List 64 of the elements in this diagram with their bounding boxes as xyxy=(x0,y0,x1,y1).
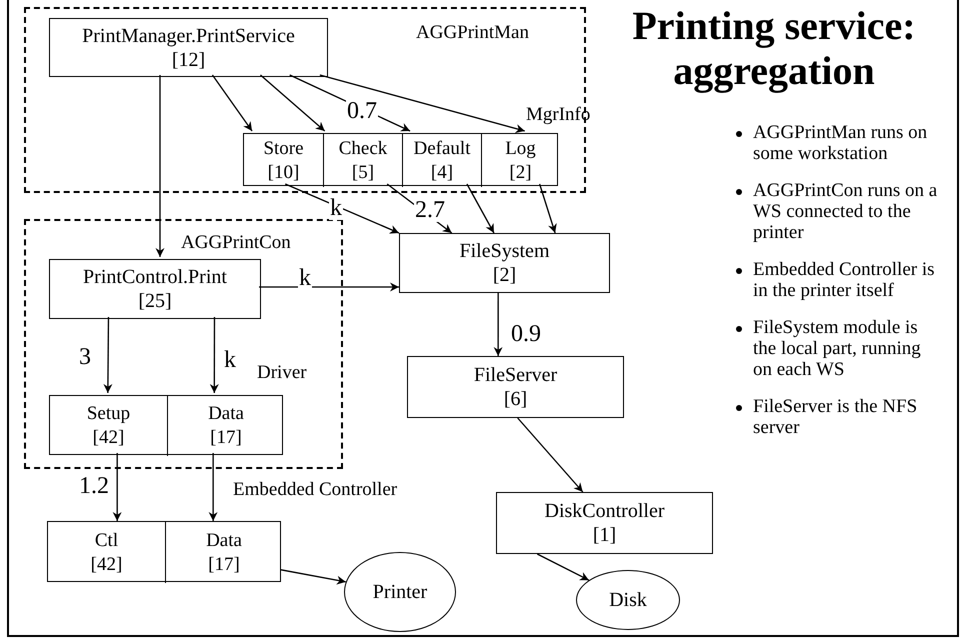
process-box xyxy=(49,18,328,77)
box-label: Ctl xyxy=(94,528,118,552)
edge-label: k xyxy=(298,266,312,290)
arrow xyxy=(320,74,525,133)
arrow xyxy=(156,75,164,257)
box-label: PrintManager.PrintService xyxy=(82,24,295,48)
box-label: Store xyxy=(263,136,304,160)
group-label: AGGPrintCon xyxy=(181,232,291,254)
process-box xyxy=(49,259,261,319)
box-label: FileSystem xyxy=(459,239,550,263)
box-label: Check xyxy=(338,136,388,160)
box-label: [1] xyxy=(592,523,616,547)
bullet-item: Embedded Controller is in the printer itself xyxy=(753,259,936,301)
edge-label: k xyxy=(329,196,343,220)
box-label: [4] xyxy=(430,160,454,184)
group-label: AGGPrintMan xyxy=(416,22,529,44)
box-label: [42] xyxy=(90,552,122,576)
box-label: Printer xyxy=(372,580,428,604)
box-label: [25] xyxy=(138,289,172,313)
arrow xyxy=(260,74,326,132)
arrow xyxy=(466,184,495,234)
arrow xyxy=(494,293,503,356)
process-box xyxy=(496,492,713,554)
arrow xyxy=(517,418,584,492)
process-box xyxy=(399,233,610,293)
box-label: Data xyxy=(206,528,242,552)
arrow xyxy=(259,282,399,292)
box-label: Data xyxy=(208,402,244,426)
bullet-item: AGGPrintMan runs on some workstation xyxy=(753,122,928,164)
box-label: Disk xyxy=(609,588,647,612)
group-label: MgrInfo xyxy=(526,104,590,126)
arrow xyxy=(284,183,400,234)
arrow xyxy=(210,317,219,393)
box-label: [6] xyxy=(504,387,528,411)
box-label: [2] xyxy=(509,160,532,184)
box-label: [5] xyxy=(352,160,374,184)
edge-label: 2.7 xyxy=(414,198,446,222)
arrow xyxy=(103,317,112,393)
arrow xyxy=(212,74,253,132)
bullet-item: AGGPrintCon runs on a WS connected to the printer xyxy=(753,180,938,243)
box-label: [42] xyxy=(92,426,124,450)
process-box xyxy=(407,356,624,418)
box-label: PrintControl.Print xyxy=(83,265,227,289)
group-label: Driver xyxy=(257,362,307,384)
arrow xyxy=(280,569,346,585)
box-label: [2] xyxy=(492,263,516,287)
group-label: Embedded Controller xyxy=(233,479,398,501)
arrow xyxy=(112,453,122,521)
box-label: [10] xyxy=(268,160,300,184)
bullet-item: FileServer is the NFS server xyxy=(753,396,918,438)
arrow xyxy=(539,184,557,234)
bullet-item: FileSystem module is the local part, running on each WS xyxy=(753,317,922,380)
box-label: [17] xyxy=(210,426,242,450)
box-label: DiskController xyxy=(544,499,664,523)
arrow xyxy=(536,553,590,581)
slide-title: Printing service: aggregation xyxy=(631,3,917,93)
arrow xyxy=(208,453,218,521)
box-label: [12] xyxy=(172,48,206,72)
dashed-group-border xyxy=(24,219,343,469)
box-label: Log xyxy=(505,136,536,160)
box-label: FileServer xyxy=(474,363,558,387)
box-label: Default xyxy=(414,136,470,160)
box-label: Setup xyxy=(86,402,130,426)
box-label: [17] xyxy=(208,552,240,576)
